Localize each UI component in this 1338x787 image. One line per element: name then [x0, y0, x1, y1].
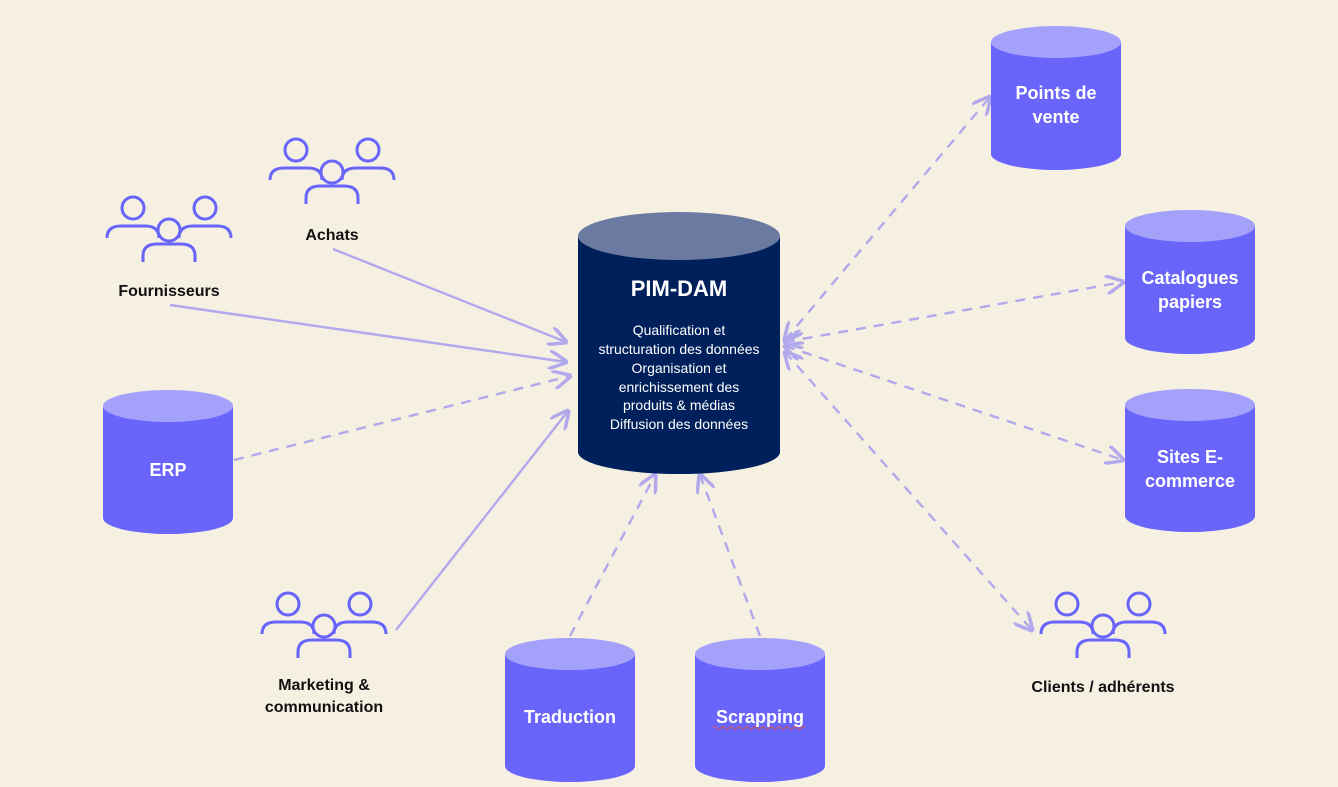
- pim-dam-description-line-4: enrichissement des: [619, 379, 740, 395]
- connector-pim-to-points-de-vente: [785, 97, 990, 340]
- points-de-vente-database: Points de vente: [991, 26, 1121, 170]
- pim-dam-cylinder-top: [578, 212, 780, 260]
- pim-dam-description-line-2: structuration des données: [598, 341, 759, 357]
- erp-label: ERP: [149, 460, 186, 480]
- pim-dam-database: PIM-DAM Qualification et structuration d…: [578, 212, 780, 474]
- points-de-vente-cylinder-body: [991, 42, 1121, 170]
- spellcheck-squiggle: [712, 726, 806, 730]
- traduction-database: Traduction: [505, 638, 635, 782]
- points-de-vente-cylinder-top: [991, 26, 1121, 58]
- achats-group: Achats: [268, 137, 396, 244]
- erp-cylinder-body: [103, 406, 233, 534]
- achats-label: Achats: [305, 227, 358, 244]
- sites-label-line-1: Sites E-: [1157, 447, 1223, 467]
- scrapping-database: Scrapping: [695, 638, 825, 782]
- scrapping-cylinder-top: [695, 638, 825, 670]
- connector-achats-to-pim: [332, 247, 566, 342]
- clients-people-icon: [1039, 591, 1167, 660]
- sites-ecommerce-database: Sites E- commerce: [1125, 389, 1255, 532]
- marketing-label-line-2: communication: [265, 699, 383, 716]
- pim-dam-title: PIM-DAM: [631, 276, 728, 301]
- erp-cylinder-top: [103, 390, 233, 422]
- pim-dam-description-line-5: produits & médias: [623, 397, 735, 413]
- sites-cylinder-top: [1125, 389, 1255, 421]
- fournisseurs-people-icon: [105, 195, 233, 264]
- sites-label-line-2: commerce: [1145, 471, 1235, 491]
- connector-scrapping-to-pim: [700, 475, 762, 637]
- fournisseurs-label: Fournisseurs: [118, 283, 219, 300]
- pim-dam-description-line-3: Organisation et: [632, 360, 727, 376]
- points-de-vente-label-line-1: Points de: [1015, 83, 1096, 103]
- marketing-people-icon: [260, 591, 388, 660]
- scrapping-label: Scrapping: [716, 707, 804, 727]
- connector-pim-to-catalogues: [785, 282, 1123, 342]
- sites-cylinder-body: [1125, 405, 1255, 532]
- fournisseurs-group: Fournisseurs: [105, 195, 233, 300]
- catalogues-label-line-2: papiers: [1158, 292, 1222, 312]
- traduction-label: Traduction: [524, 707, 616, 727]
- connector-erp-to-pim: [233, 376, 570, 462]
- connector-fournisseurs-to-pim: [169, 303, 566, 362]
- catalogues-label-line-1: Catalogues: [1141, 268, 1238, 288]
- connector-marketing-to-pim: [395, 411, 568, 631]
- pim-dam-description-line-6: Diffusion des données: [610, 416, 748, 432]
- connector-pim-to-sites: [785, 346, 1123, 460]
- clients-label: Clients / adhérents: [1031, 679, 1174, 696]
- catalogues-cylinder-body: [1125, 226, 1255, 354]
- scrapping-cylinder-body: [695, 654, 825, 782]
- catalogues-papiers-database: Catalogues papiers: [1125, 210, 1255, 354]
- points-de-vente-label-line-2: vente: [1032, 107, 1079, 127]
- connector-traduction-to-pim: [568, 475, 655, 637]
- pim-dam-description-line-1: Qualification et: [633, 322, 726, 338]
- catalogues-cylinder-top: [1125, 210, 1255, 242]
- achats-people-icon: [268, 137, 396, 206]
- marketing-label-line-1: Marketing &: [278, 677, 370, 694]
- erp-database: ERP: [103, 390, 233, 534]
- clients-group: Clients / adhérents: [1031, 591, 1175, 696]
- traduction-cylinder-body: [505, 654, 635, 782]
- connections: [169, 97, 1123, 637]
- marketing-group: Marketing & communication: [260, 591, 388, 716]
- pim-dam-cylinder-body: [578, 236, 780, 474]
- connector-pim-to-clients: [785, 352, 1032, 630]
- traduction-cylinder-top: [505, 638, 635, 670]
